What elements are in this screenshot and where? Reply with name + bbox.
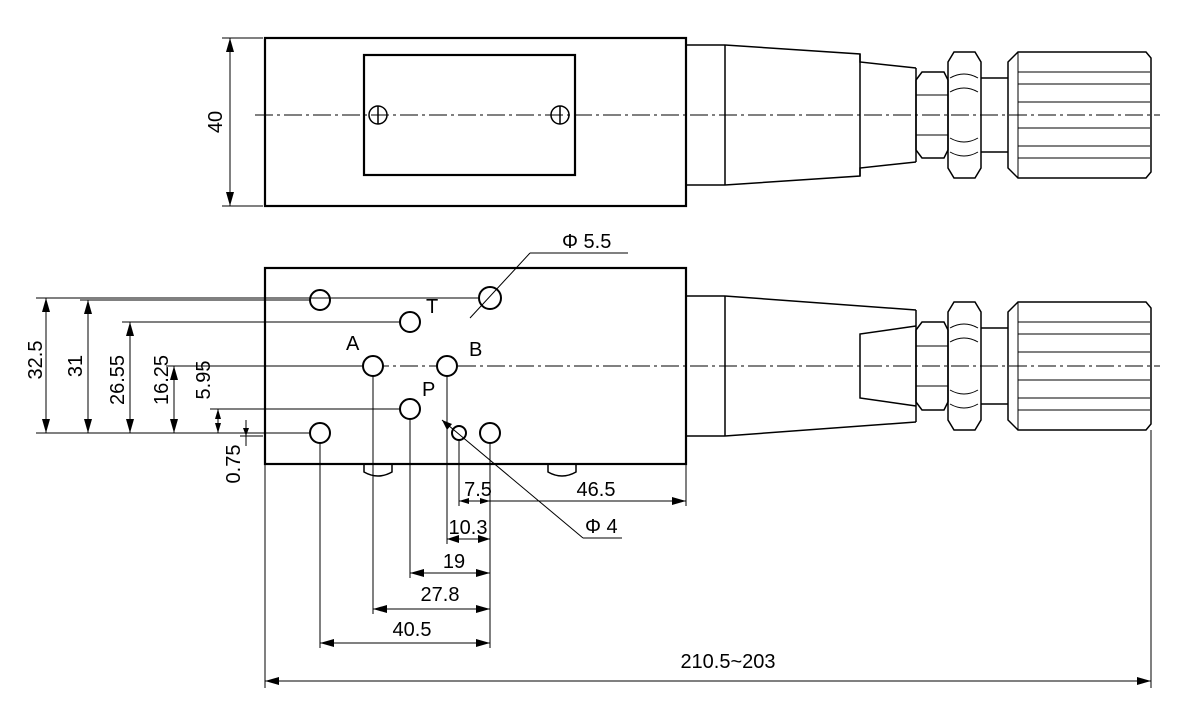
dim-5-95: 5.95 [193,361,221,433]
front-view: T A B P [255,266,1160,477]
dim-19-label: 19 [443,551,465,573]
port-b-hole [436,355,458,377]
dim-10-3-label: 10.3 [449,517,488,539]
dim-32-5-label: 32.5 [25,341,47,380]
mounting-hole-top-right [478,286,502,310]
port-b-label: B [469,339,482,361]
bottom-plug-left [363,464,393,477]
dim-19: 19 [410,551,490,577]
mounting-hole-top-left [309,289,331,311]
mounting-hole-bottom-left [309,422,331,444]
port-p-hole [399,398,421,420]
callout-small-hole: Φ 4 [441,419,622,539]
port-a-hole [362,355,384,377]
dim-40-5: 40.5 [320,619,490,647]
dim-height-40: 40 [205,37,263,207]
dim-27-8-label: 27.8 [421,584,460,606]
callout-large-hole: Φ 5.5 [469,231,628,319]
dim-31-label: 31 [65,355,87,377]
dim-0-75-label: 0.75 [223,445,245,484]
dim-26-55-label: 26.55 [107,355,129,405]
dim-16-25: 16.25 [151,355,178,433]
top-lock-nut [915,51,1008,179]
port-p-label: P [422,379,435,401]
dim-overall-length-label: 210.5~203 [680,651,775,673]
callout-dia-4-label: Φ 4 [585,516,618,538]
dim-31: 31 [65,300,92,433]
horizontal-dimensions: 7.5 46.5 10.3 19 27.8 [264,376,1152,688]
dim-0-75: 0.75 [223,420,263,483]
bottom-plug-right [547,464,577,477]
front-adjuster-housing [686,295,917,437]
dim-overall-length: 210.5~203 [265,651,1151,685]
dim-46-5-label: 46.5 [577,479,616,501]
front-adjust-knob [1007,301,1152,431]
dim-27-8: 27.8 [373,584,490,613]
top-view-body [263,36,688,208]
dim-7-5-label: 7.5 [464,479,492,501]
top-view: 40 [205,36,1160,208]
front-lock-nut [915,301,1008,431]
dim-32-5: 32.5 [25,298,50,433]
dim-5-95-label: 5.95 [193,361,215,400]
dim-10-3: 10.3 [447,517,490,543]
port-a-label: A [346,333,360,355]
dim-7-5: 7.5 [459,479,492,504]
vertical-dimensions: 32.5 31 26.55 16.25 5.95 [25,297,478,483]
dim-16-25-label: 16.25 [151,355,173,405]
dim-46-5: 46.5 [490,479,686,505]
dim-40-5-label: 40.5 [393,619,432,641]
dim-26-55: 26.55 [107,322,134,433]
port-t-label: T [426,296,438,318]
callout-dia-5-5-label: Φ 5.5 [562,231,611,253]
mounting-hole-bottom-right [479,422,501,444]
port-t-hole [399,311,421,333]
dim-40-label: 40 [205,111,227,133]
